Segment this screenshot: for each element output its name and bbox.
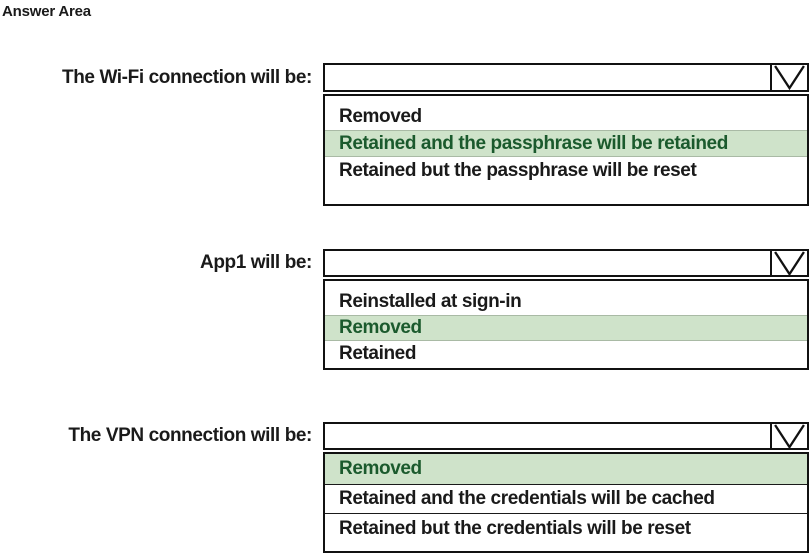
app1-select[interactable]	[323, 249, 809, 277]
app1-option-reinstalled[interactable]: Reinstalled at sign-in	[339, 291, 522, 312]
app1-select-value	[325, 251, 770, 275]
vpn-select-value	[325, 424, 770, 448]
wifi-select-arrow-button[interactable]	[770, 65, 807, 90]
wifi-options-list: Removed Retained and the passphrase will…	[323, 94, 809, 206]
wifi-option-retained-passphrase-reset[interactable]: Retained but the passphrase will be rese…	[339, 159, 697, 181]
vpn-select[interactable]	[323, 422, 809, 450]
vpn-question-label: The VPN connection will be:	[68, 425, 312, 446]
page-title: Answer Area	[2, 3, 91, 20]
chevron-down-icon	[774, 424, 805, 449]
vpn-option-retained-credentials-reset[interactable]: Retained but the credentials will be res…	[339, 517, 691, 539]
wifi-question-label: The Wi-Fi connection will be:	[61, 67, 312, 88]
vpn-select-arrow-button[interactable]	[770, 424, 807, 449]
wifi-option-retained-passphrase-retained[interactable]: Retained and the passphrase will be reta…	[325, 130, 807, 157]
app1-option-retained[interactable]: Retained	[339, 343, 417, 364]
app1-option-removed[interactable]: Removed	[325, 315, 807, 341]
wifi-option-removed[interactable]: Removed	[339, 105, 422, 127]
app1-options-list: Reinstalled at sign-in Removed Retained	[323, 279, 809, 370]
vpn-option-removed[interactable]: Removed	[325, 454, 807, 485]
vpn-option-retained-credentials-cached[interactable]: Retained and the credentials will be cac…	[325, 485, 807, 514]
wifi-select-value	[325, 65, 770, 90]
app1-question-label: App1 will be:	[200, 252, 312, 273]
chevron-down-icon	[774, 65, 805, 90]
app1-select-arrow-button[interactable]	[770, 251, 807, 276]
chevron-down-icon	[774, 251, 805, 276]
wifi-select[interactable]	[323, 63, 809, 92]
vpn-options-list: Removed Retained and the credentials wil…	[323, 452, 809, 553]
